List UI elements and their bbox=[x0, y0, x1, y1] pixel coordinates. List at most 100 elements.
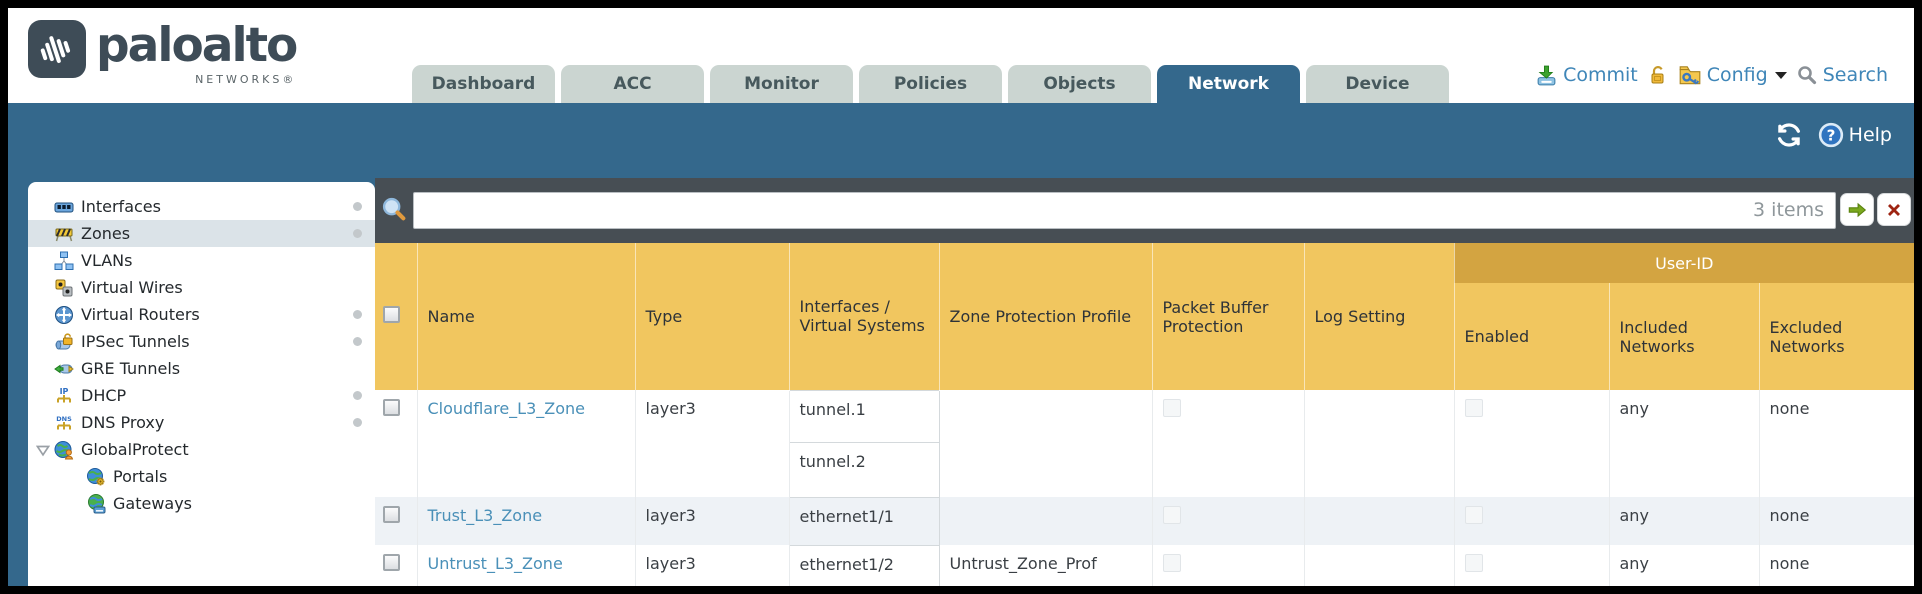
column-header-included-networks[interactable]: Included Networks bbox=[1609, 283, 1760, 390]
column-header-interfaces[interactable]: Interfaces / Virtual Systems bbox=[789, 243, 940, 390]
column-group-user-id: User-ID bbox=[1454, 243, 1914, 283]
packet-buffer-checkbox bbox=[1162, 399, 1181, 417]
tab-monitor[interactable]: Monitor bbox=[710, 65, 853, 103]
tab-policies[interactable]: Policies bbox=[859, 65, 1002, 103]
zone-name-link[interactable]: Untrust_L3_Zone bbox=[427, 554, 563, 573]
column-header-zone-protection-profile[interactable]: Zone Protection Profile bbox=[939, 243, 1153, 390]
status-dot bbox=[353, 337, 362, 346]
items-count: 3 items bbox=[1753, 199, 1824, 221]
dns-proxy-icon: DNS bbox=[56, 415, 72, 429]
paloalto-logo-icon bbox=[28, 20, 86, 78]
dhcp-icon: IP bbox=[57, 387, 71, 402]
search-icon bbox=[1797, 66, 1816, 85]
table-row: Trust_L3_Zone layer3 ethernet1/1 any non… bbox=[375, 496, 1914, 546]
refresh-icon[interactable] bbox=[1774, 120, 1804, 150]
zone-name-link[interactable]: Trust_L3_Zone bbox=[427, 506, 543, 525]
log-setting-cell bbox=[1304, 390, 1455, 497]
interfaces-icon bbox=[54, 202, 74, 212]
expander-triangle-icon[interactable] bbox=[36, 443, 50, 457]
zones-icon bbox=[55, 228, 73, 241]
zone-protection-cell bbox=[939, 390, 1153, 497]
network-sidebar: Interfaces Zones VLANs bbox=[28, 182, 375, 586]
status-dot bbox=[353, 418, 362, 427]
row-checkbox[interactable] bbox=[383, 399, 400, 416]
zone-name-link[interactable]: Cloudflare_L3_Zone bbox=[427, 399, 585, 418]
sidebar-item-globalprotect[interactable]: GlobalProtect bbox=[28, 436, 375, 463]
tab-objects[interactable]: Objects bbox=[1008, 65, 1151, 103]
tab-acc[interactable]: ACC bbox=[561, 65, 704, 103]
svg-text:IP: IP bbox=[60, 387, 69, 396]
row-checkbox[interactable] bbox=[383, 554, 400, 571]
sidebar-item-dhcp[interactable]: IP DHCP bbox=[28, 382, 375, 409]
filter-search-icon[interactable] bbox=[380, 195, 408, 223]
column-header-log-setting[interactable]: Log Setting bbox=[1304, 243, 1455, 390]
row-checkbox[interactable] bbox=[383, 506, 400, 523]
svg-text:DNS: DNS bbox=[56, 415, 72, 423]
gateways-icon bbox=[88, 493, 106, 513]
filter-toolbar: 3 items bbox=[375, 178, 1914, 243]
commit-button[interactable]: Commit bbox=[1535, 64, 1638, 87]
apply-filter-button[interactable] bbox=[1840, 193, 1874, 226]
packet-buffer-checkbox bbox=[1162, 554, 1181, 572]
column-header-packet-buffer-protection[interactable]: Packet Buffer Protection bbox=[1152, 243, 1305, 390]
sidebar-item-dns-proxy[interactable]: DNS DNS Proxy bbox=[28, 409, 375, 436]
zone-type-cell: layer3 bbox=[635, 497, 790, 545]
status-dot bbox=[353, 229, 362, 238]
vlans-icon bbox=[54, 251, 74, 270]
sidebar-item-portals[interactable]: Portals bbox=[28, 463, 375, 490]
config-icon bbox=[1679, 66, 1701, 85]
sidebar-item-virtual-wires[interactable]: Virtual Wires bbox=[28, 274, 375, 301]
content-area: 3 items N bbox=[375, 178, 1914, 586]
help-button[interactable]: ? Help bbox=[1818, 122, 1892, 148]
ipsec-tunnels-icon bbox=[55, 332, 73, 349]
packet-buffer-checkbox bbox=[1162, 506, 1181, 524]
config-menu-button[interactable]: Config bbox=[1678, 63, 1787, 87]
included-networks-cell: any bbox=[1609, 497, 1760, 545]
gre-tunnels-icon bbox=[54, 364, 74, 373]
clear-filter-button[interactable] bbox=[1877, 193, 1911, 226]
status-dot bbox=[353, 310, 362, 319]
tab-dashboard[interactable]: Dashboard bbox=[412, 65, 555, 103]
enabled-cell bbox=[1454, 390, 1610, 497]
column-header-name[interactable]: Name bbox=[417, 243, 636, 390]
search-button[interactable]: Search bbox=[1796, 64, 1888, 86]
brand-sub: NETWORKS® bbox=[195, 73, 297, 86]
brand-logo: paloalto NETWORKS® bbox=[28, 18, 298, 86]
table-row: Cloudflare_L3_Zone layer3 tunnel.1 any n… bbox=[375, 389, 1914, 497]
enabled-checkbox bbox=[1464, 399, 1483, 417]
select-all-checkbox[interactable] bbox=[383, 306, 400, 323]
filter-input[interactable] bbox=[413, 192, 1836, 229]
sidebar-item-vlans[interactable]: VLANs bbox=[28, 247, 375, 274]
zones-table: Name Type Interfaces / Virtual Systems Z… bbox=[375, 243, 1914, 586]
packet-buffer-cell bbox=[1152, 497, 1305, 545]
sidebar-item-zones[interactable]: Zones bbox=[28, 220, 375, 247]
interface-cell: ethernet1/1 bbox=[788, 496, 940, 546]
green-arrow-icon bbox=[1848, 202, 1867, 217]
column-header-excluded-networks[interactable]: Excluded Networks bbox=[1759, 283, 1914, 390]
table-row: Untrust_L3_Zone layer3 ethernet1/2 Untru… bbox=[375, 544, 1914, 586]
brand-name: paloalto bbox=[96, 18, 298, 73]
enabled-checkbox bbox=[1464, 554, 1483, 572]
chevron-down-icon bbox=[1774, 71, 1787, 79]
sidebar-item-ipsec-tunnels[interactable]: IPSec Tunnels bbox=[28, 328, 375, 355]
enabled-cell bbox=[1454, 545, 1610, 586]
sidebar-item-gateways[interactable]: Gateways bbox=[28, 490, 375, 517]
enabled-checkbox bbox=[1464, 506, 1483, 524]
interface-cell: ethernet1/2 bbox=[788, 544, 940, 586]
enabled-cell bbox=[1454, 497, 1610, 545]
column-header-enabled[interactable]: Enabled bbox=[1454, 283, 1610, 390]
help-icon: ? bbox=[1818, 122, 1843, 148]
commit-icon bbox=[1537, 65, 1556, 85]
lock-icon[interactable] bbox=[1647, 64, 1669, 86]
virtual-wires-icon bbox=[55, 279, 73, 296]
select-all-header bbox=[375, 243, 418, 390]
close-icon bbox=[1888, 203, 1900, 216]
sidebar-item-virtual-routers[interactable]: Virtual Routers bbox=[28, 301, 375, 328]
tab-device[interactable]: Device bbox=[1306, 65, 1449, 103]
sidebar-item-interfaces[interactable]: Interfaces bbox=[28, 193, 375, 220]
top-header-bar: paloalto NETWORKS® Dashboard ACC Monitor… bbox=[8, 8, 1914, 103]
column-header-type[interactable]: Type bbox=[635, 243, 790, 390]
tab-network[interactable]: Network bbox=[1157, 65, 1300, 103]
interface-cell: tunnel.2 bbox=[788, 441, 940, 498]
sidebar-item-gre-tunnels[interactable]: GRE Tunnels bbox=[28, 355, 375, 382]
